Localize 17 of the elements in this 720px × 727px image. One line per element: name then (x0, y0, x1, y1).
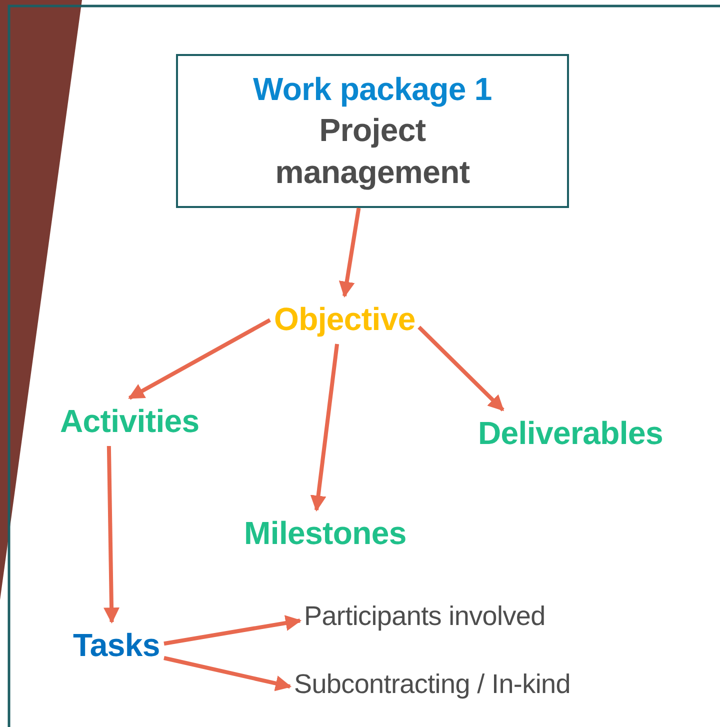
node-label: Subcontracting / In-kind (294, 668, 570, 701)
node-label: Activities (60, 402, 200, 441)
box-heading: Work package 1 (253, 70, 492, 109)
node-label: Tasks (73, 626, 160, 665)
arrow (418, 326, 504, 412)
node-label: Participants involved (304, 600, 546, 633)
process-box (176, 54, 569, 208)
node-label: Milestones (244, 514, 406, 553)
arrow (310, 344, 340, 512)
node-label: Objective (274, 300, 416, 339)
node-label: Deliverables (478, 414, 663, 453)
arrow (338, 208, 361, 298)
arrow (164, 656, 292, 692)
arrow (128, 318, 271, 400)
arrow (104, 446, 120, 624)
box-text: Project management (274, 111, 471, 192)
arrow (164, 615, 302, 646)
